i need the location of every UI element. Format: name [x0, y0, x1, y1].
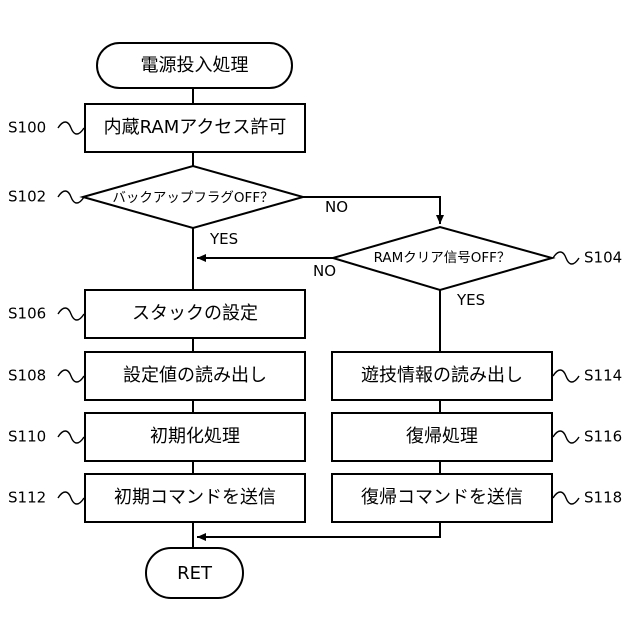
- leader-s108: [58, 370, 84, 382]
- end-label: RET: [177, 563, 213, 584]
- step-label-s112-text: S112: [8, 489, 46, 507]
- process-s118: 復帰コマンドを送信: [332, 474, 552, 522]
- step-label-s106-text: S106: [8, 305, 46, 323]
- step-label-s108: S108: [8, 367, 84, 385]
- step-label-s112: S112: [8, 489, 84, 507]
- step-label-s100-text: S100: [8, 119, 46, 137]
- edge-s118-join: [197, 522, 440, 537]
- process-s112-label: 初期コマンドを送信: [114, 487, 276, 508]
- process-s106-label: スタックの設定: [132, 303, 258, 324]
- step-label-s106: S106: [8, 305, 84, 323]
- process-s108: 設定値の読み出し: [85, 352, 305, 400]
- decision-s102: バックアップフラグOFF？: [83, 166, 303, 228]
- process-s110-label: 初期化処理: [150, 426, 240, 447]
- branch-s102-yes: YES: [209, 230, 238, 248]
- process-s100: 内蔵RAMアクセス許可: [85, 104, 305, 152]
- step-label-s114-text: S114: [584, 367, 622, 385]
- step-label-s110-text: S110: [8, 428, 46, 446]
- leader-s100: [58, 122, 84, 134]
- decision-s102-label: バックアップフラグOFF？: [112, 190, 273, 206]
- step-label-s102-text: S102: [8, 188, 46, 206]
- leader-s116: [553, 431, 579, 443]
- process-s116: 復帰処理: [332, 413, 552, 461]
- branch-s102-no: NO: [325, 198, 348, 216]
- step-label-s104-text: S104: [584, 249, 622, 267]
- leader-s118: [553, 492, 579, 504]
- step-label-s118: S118: [553, 489, 622, 507]
- leader-s112: [58, 492, 84, 504]
- decision-s104: RAMクリア信号OFF？: [333, 227, 552, 290]
- start-label: 電源投入処理: [141, 55, 249, 76]
- step-label-s116: S116: [553, 428, 622, 446]
- start-terminal: 電源投入処理: [97, 43, 292, 88]
- process-s118-label: 復帰コマンドを送信: [361, 487, 523, 508]
- step-label-s108-text: S108: [8, 367, 46, 385]
- end-terminal: RET: [146, 548, 243, 598]
- step-label-s110: S110: [8, 428, 84, 446]
- leader-s114: [553, 370, 579, 382]
- step-label-s100: S100: [8, 119, 84, 137]
- process-s110: 初期化処理: [85, 413, 305, 461]
- process-s100-label: 内蔵RAMアクセス許可: [104, 117, 287, 138]
- decision-s104-label: RAMクリア信号OFF？: [374, 250, 511, 266]
- step-label-s104: S104: [553, 249, 622, 267]
- process-s114: 遊技情報の読み出し: [332, 352, 552, 400]
- leader-s106: [58, 308, 84, 320]
- leader-s110: [58, 431, 84, 443]
- process-s106: スタックの設定: [85, 290, 305, 338]
- process-s108-label: 設定値の読み出し: [123, 365, 267, 386]
- step-label-s116-text: S116: [584, 428, 622, 446]
- edge-s102-no-s104: [303, 197, 440, 224]
- leader-s104: [553, 252, 579, 264]
- branch-s104-yes: YES: [456, 291, 485, 309]
- process-s114-label: 遊技情報の読み出し: [361, 365, 523, 386]
- process-s116-label: 復帰処理: [406, 426, 478, 447]
- process-s112: 初期コマンドを送信: [85, 474, 305, 522]
- branch-s104-no: NO: [313, 262, 336, 280]
- step-label-s118-text: S118: [584, 489, 622, 507]
- step-label-s102: S102: [8, 188, 84, 206]
- step-label-s114: S114: [553, 367, 622, 385]
